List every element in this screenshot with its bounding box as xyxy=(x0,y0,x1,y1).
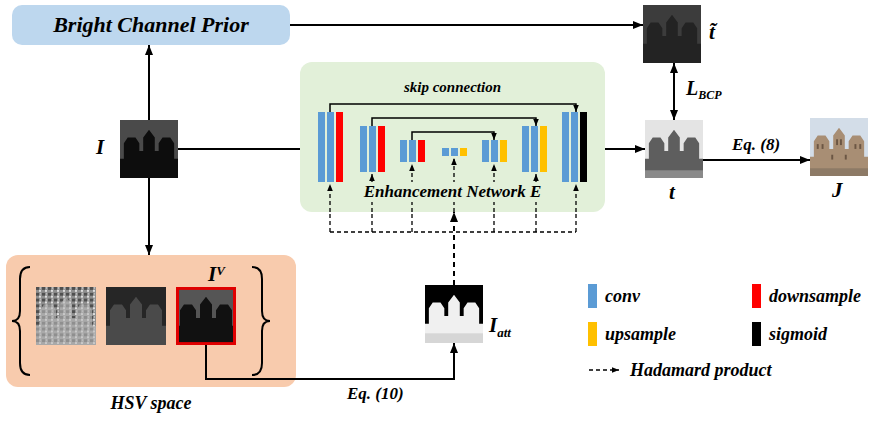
image-label: I xyxy=(96,135,104,159)
legend-label: downsample xyxy=(769,284,861,308)
connector xyxy=(148,178,150,255)
connector xyxy=(453,212,455,285)
legend-swatch xyxy=(752,284,761,308)
attention-map-image xyxy=(425,285,483,343)
connector xyxy=(605,148,645,150)
network-box: skip connectionEnhancement Network E xyxy=(300,62,605,212)
image-node: I xyxy=(120,120,178,178)
group-title: HSV space xyxy=(6,392,296,414)
image-node: t̃ xyxy=(643,5,701,63)
connector xyxy=(703,159,810,161)
legend-entry: upsample xyxy=(588,322,676,346)
skip-label: skip connection xyxy=(401,78,504,96)
image-label: t xyxy=(669,180,675,204)
legend-label: conv xyxy=(605,284,640,308)
box-title: Bright Channel Prior xyxy=(53,12,249,38)
legend-swatch xyxy=(588,322,597,346)
legend-swatch xyxy=(588,284,597,308)
edge-label-holder: Eq. (10) xyxy=(345,383,406,405)
connector xyxy=(178,148,300,150)
connector xyxy=(206,343,454,379)
image-label: Iatt xyxy=(489,313,511,345)
connector xyxy=(290,24,643,26)
color-space-box: HSV space IV xyxy=(6,255,296,387)
hsv-channels-illustration xyxy=(6,255,296,387)
enhanced-image xyxy=(810,118,868,176)
legend-entry: downsample xyxy=(752,284,861,308)
legend-entry: conv xyxy=(588,284,640,308)
value-channel-image xyxy=(176,287,236,345)
legend-entry: Hadamard product xyxy=(588,358,772,382)
input-image xyxy=(120,120,178,178)
image-label: IV xyxy=(208,259,225,286)
transmission-prior-image xyxy=(643,5,701,63)
legend-label: sigmoid xyxy=(769,322,827,346)
edge-label-holder: LBCP xyxy=(684,77,724,106)
legend-entry: sigmoid xyxy=(752,322,827,346)
transmission-map-image xyxy=(645,120,703,178)
image-label: J xyxy=(832,178,843,202)
equation-label: Eq. (8) xyxy=(730,134,782,156)
image-label: t̃ xyxy=(709,20,715,44)
image-node: J xyxy=(810,118,868,176)
connector xyxy=(673,63,675,120)
equation-label: LBCP xyxy=(684,77,724,106)
prior-box: Bright Channel Prior xyxy=(12,5,290,45)
equation-label: Eq. (10) xyxy=(345,383,406,405)
dashed-arrow-sample xyxy=(588,359,622,381)
image-node: IV xyxy=(176,287,236,345)
legend-label: Hadamard product xyxy=(630,358,772,382)
network-title: Enhancement Network E xyxy=(361,182,545,202)
legend-label: upsample xyxy=(605,322,676,346)
connector xyxy=(148,45,150,120)
legend-swatch xyxy=(752,322,761,346)
image-node: t xyxy=(645,120,703,178)
image-node: Iatt xyxy=(425,285,483,343)
edge-label-holder: Eq. (8) xyxy=(730,134,782,156)
